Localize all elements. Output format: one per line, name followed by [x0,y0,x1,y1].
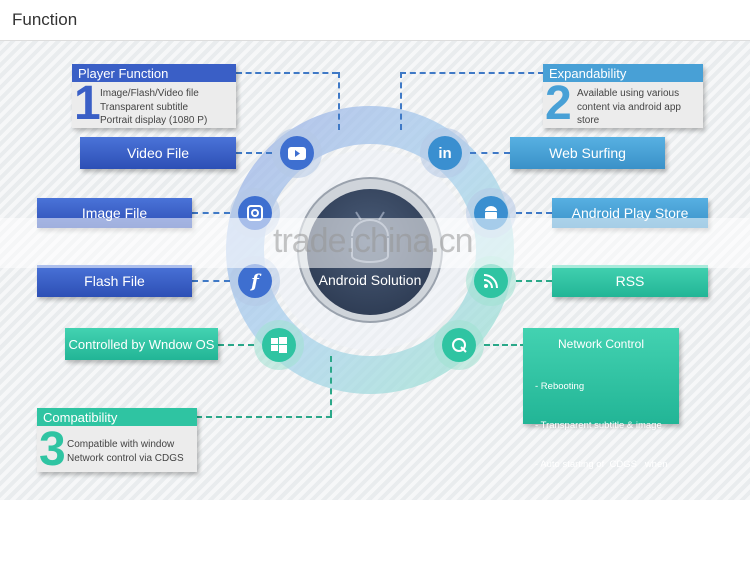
rss-label[interactable]: RSS [552,265,708,297]
network-control-title: Network Control [557,337,645,351]
linkedin-icon-circle[interactable]: in [420,128,470,178]
windows-icon [271,337,287,353]
expandability-number: 2 [545,77,572,130]
network-control-text: - Rebooting - Transparent subtitle & ima… [535,381,668,548]
windows-icon-circle[interactable] [254,320,304,370]
connector [236,152,272,154]
web-surfing-label[interactable]: Web Surfing [510,137,665,169]
flash-file-label[interactable]: Flash File [37,265,192,297]
player-function-box: Player Function 1 Image/Flash/Video file… [72,64,236,128]
compatibility-text: Compatible with window Network control v… [67,439,184,464]
compatibility-number: 3 [39,423,66,476]
connector [192,280,230,282]
network-control-box: Network Control - Rebooting - Transparen… [523,328,679,548]
connector [236,72,338,74]
connector [470,152,510,154]
center-label: Android Solution [318,272,422,288]
linkedin-icon: in [438,144,452,162]
connector [484,344,526,346]
connector [218,344,254,346]
android-icon [485,206,497,219]
connector [516,212,552,214]
rss-icon [483,274,498,289]
network-icon [452,338,467,353]
watermark-text: trade.china.cn [273,222,474,260]
watermark-band [0,218,750,268]
youtube-icon [288,146,306,160]
youtube-icon-circle[interactable] [272,128,322,178]
expandability-text: Available using various content via andr… [577,88,681,126]
expandability-box: Expandability 2 Available using various … [543,64,703,128]
player-function-number: 1 [74,77,101,130]
connector [330,356,332,416]
page-title: Function [12,10,78,29]
connector [338,72,340,130]
connector [192,212,230,214]
network-icon-circle[interactable] [434,320,484,370]
controlled-by-windows-label[interactable]: Controlled by Wndow OS [65,328,218,360]
connector [400,72,544,74]
video-file-label[interactable]: Video File [80,137,236,169]
connector [516,280,552,282]
flash-icon: f [251,270,259,292]
compatibility-box: Compatibility 3 Compatible with window N… [37,408,197,476]
connector [400,72,402,130]
compatibility-title: Compatibility [37,408,197,426]
connector [196,416,332,418]
divider [0,40,750,41]
player-function-title: Player Function [72,64,236,82]
player-function-text: Image/Flash/Video file Transparent subti… [100,88,208,126]
expandability-title: Expandability [543,64,703,82]
